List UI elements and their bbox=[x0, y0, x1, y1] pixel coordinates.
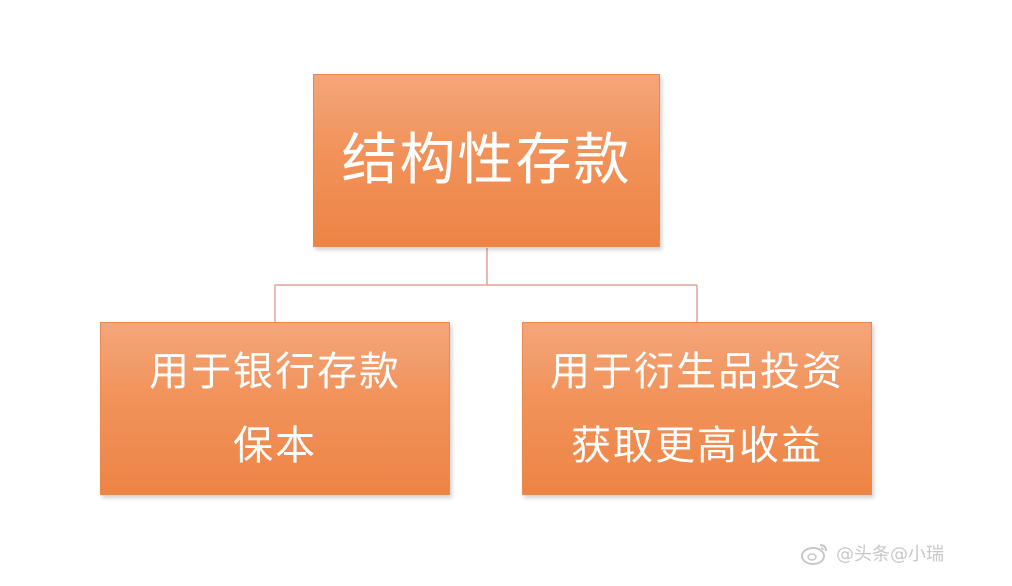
child-node-derivative-investment: 用于衍生品投资 获取更高收益 bbox=[522, 322, 872, 495]
child-node-right-line-2: 获取更高收益 bbox=[571, 422, 823, 469]
child-node-right-line-1: 用于衍生品投资 bbox=[550, 348, 844, 395]
root-node-structured-deposit: 结构性存款 bbox=[313, 74, 660, 247]
child-node-left-line-1: 用于银行存款 bbox=[149, 348, 401, 395]
child-node-bank-deposit: 用于银行存款 保本 bbox=[100, 322, 450, 495]
watermark-text: @头条@小瑞 bbox=[836, 544, 944, 565]
child-node-left-line-2: 保本 bbox=[233, 422, 317, 469]
watermark: @头条@小瑞 bbox=[800, 540, 944, 566]
root-node-label: 结构性存款 bbox=[341, 127, 632, 193]
weibo-logo-icon bbox=[801, 544, 827, 565]
